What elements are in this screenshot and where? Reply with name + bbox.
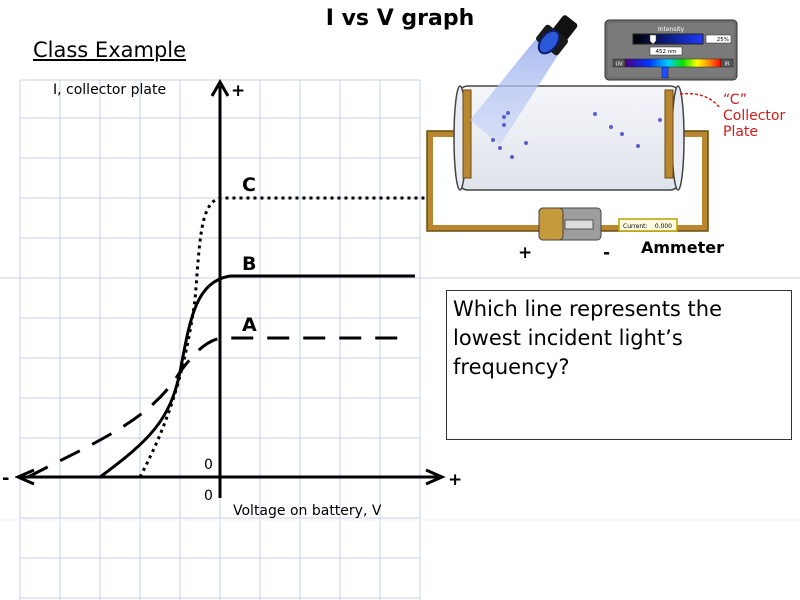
curve-label-a: A [242,314,257,336]
y-plus-label: + [231,81,245,101]
battery-minus-label: - [603,243,610,263]
wavelength-slider[interactable] [624,58,722,68]
wavelength-slider-handle[interactable] [661,66,669,79]
x-plus-label: + [448,470,462,490]
intensity-slider-handle[interactable] [649,34,657,45]
intensity-panel: Intensity 25% 452 nm UV IR [604,19,738,81]
y-axis [210,78,230,498]
curve-c [138,196,430,478]
collector-pointer [679,92,721,109]
x-axis [14,468,446,486]
wavelength-value: 452 nm [655,49,676,55]
collector-plate [664,89,674,179]
ammeter-label: Ammeter [641,238,724,257]
ir-label: IR [725,62,730,68]
intensity-slider[interactable] [632,33,704,45]
electrons [491,111,662,159]
x-minus-label: - [2,468,9,489]
curve-label-c: C [242,174,256,196]
curve-a [27,336,400,479]
intensity-title: Intensity [658,26,685,33]
curve-label-b: B [242,253,256,275]
subtitle: Class Example [33,38,187,62]
battery-plus-label: + [518,243,532,263]
y-axis-label: I, collector plate [53,82,166,98]
x-axis-label: Voltage on battery, V [233,503,382,519]
light-source-icon [536,15,578,56]
origin-x-label: 0 [204,488,213,504]
emitter-plate [462,89,472,179]
question-box: Which line represents the lowest inciden… [446,290,792,440]
uv-label: UV [615,62,623,68]
current-label: Current: [623,223,648,230]
current-value: 0.000 [655,223,672,230]
intensity-value: 25% [717,37,729,43]
battery-icon [538,207,602,241]
light-beam [470,40,560,145]
page-title: I vs V graph [325,6,475,31]
question-text: Which line represents the lowest inciden… [453,297,723,379]
ammeter-display [618,218,678,232]
origin-y-label: 0 [204,457,213,473]
